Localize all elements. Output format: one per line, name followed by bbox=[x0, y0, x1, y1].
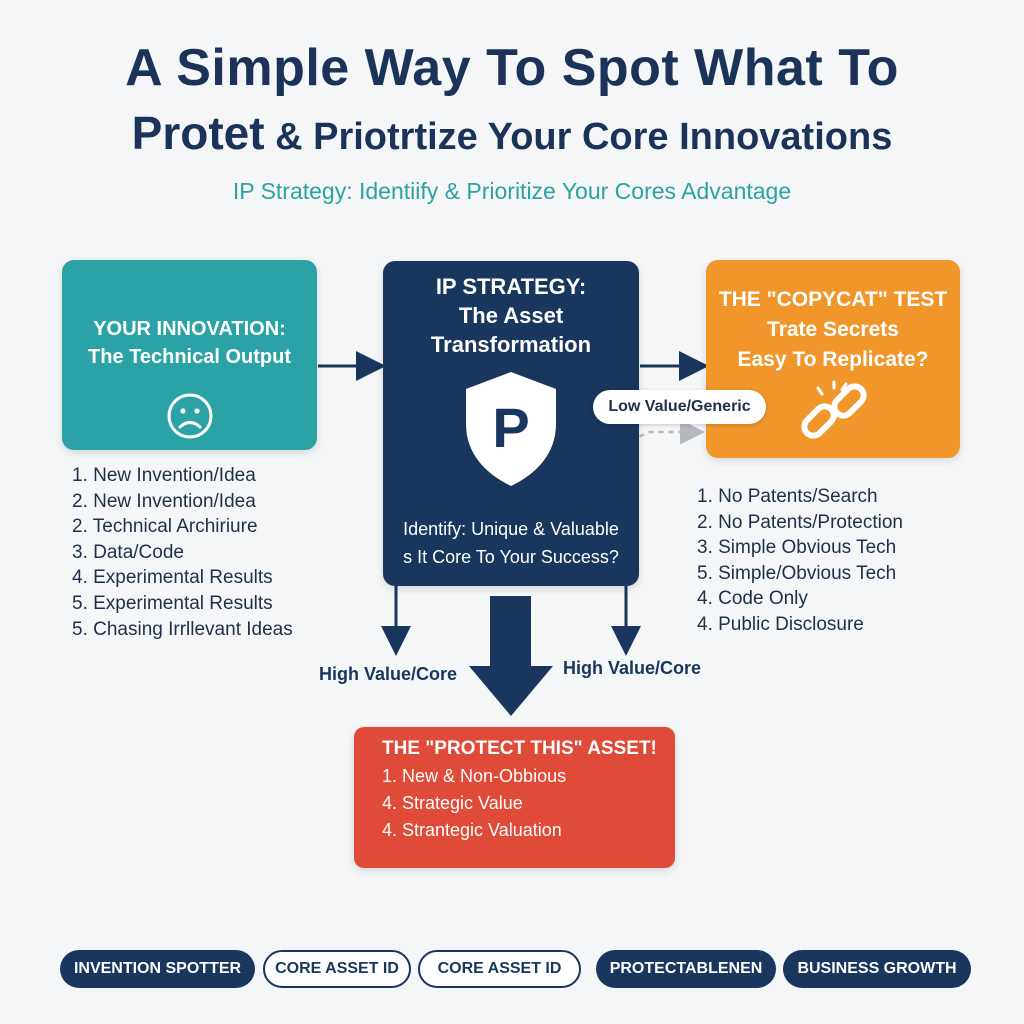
protect-box-title: THE "PROTECT THIS" ASSET! bbox=[382, 738, 657, 759]
pill-core-asset-id-2[interactable]: CORE ASSET ID bbox=[418, 950, 581, 988]
shield-p-icon: P bbox=[466, 372, 556, 486]
strategy-box: IP STRATEGY: The Asset Transformation P … bbox=[383, 261, 639, 586]
page-title-protect-word: Protet bbox=[131, 107, 265, 159]
pill-business-growth[interactable]: BUSINESS GROWTH bbox=[783, 950, 971, 988]
shield-letter: P bbox=[492, 396, 529, 459]
protect-box-list: 1. New & Non-Obbious 4. Strategic Value … bbox=[382, 763, 566, 844]
list-item: 5. Experimental Results bbox=[72, 592, 273, 614]
page-subtitle: IP Strategy: Identiify & Prioritize Your… bbox=[232, 178, 792, 204]
list-item: 4. Code Only bbox=[697, 588, 808, 610]
high-value-left-label: High Value/Core bbox=[319, 664, 458, 684]
innovation-title-line-1: YOUR INNOVATION: bbox=[93, 318, 286, 340]
list-item: 2. No Patents/Protection bbox=[697, 511, 903, 533]
list-item: 1. New & Non-Obbious bbox=[382, 766, 567, 786]
pill-invention-spotter[interactable]: INVENTION SPOTTER bbox=[60, 950, 255, 988]
strategy-box-footer: Identify: Unique & Valuable s It Core To… bbox=[383, 515, 639, 571]
list-item: 4. Experimental Results bbox=[72, 567, 273, 589]
strategy-title-line-2: The Asset bbox=[458, 303, 564, 328]
list-item: 1. No Patents/Search bbox=[697, 486, 878, 507]
list-item: 1. New Invention/Idea bbox=[72, 465, 256, 486]
pill-protectablenen[interactable]: PROTECTABLENEN bbox=[596, 950, 776, 988]
strategy-box-title: IP STRATEGY: The Asset Transformation bbox=[383, 272, 639, 359]
list-item: 2. Technical Archiriure bbox=[72, 516, 258, 538]
copycat-box: THE "COPYCAT" TEST Trate Secrets Easy To… bbox=[706, 260, 960, 458]
protect-box: THE "PROTECT THIS" ASSET! 1. New & Non-O… bbox=[354, 727, 675, 868]
page-title-line-1: A Simple Way To Spot What To bbox=[125, 39, 899, 97]
copycat-title-line-3: Easy To Replicate? bbox=[737, 348, 929, 371]
innovation-list: 1. New Invention/Idea 2. New Invention/I… bbox=[72, 463, 293, 642]
copycat-title-line-2: Trate Secrets bbox=[767, 318, 899, 341]
list-item: 3. Data/Code bbox=[72, 541, 184, 563]
innovation-title-line-2: The Technical Output bbox=[88, 346, 291, 368]
innovation-box: YOUR INNOVATION: The Technical Output bbox=[62, 260, 317, 450]
strategy-title-line-1: IP STRATEGY: bbox=[435, 274, 587, 299]
low-value-label: Low Value/Generic bbox=[593, 390, 766, 424]
sad-face-icon bbox=[167, 393, 213, 439]
strategy-title-line-3: Transformation bbox=[430, 332, 592, 357]
innovation-box-title: YOUR INNOVATION: The Technical Output bbox=[62, 315, 317, 371]
list-item: 3. Simple Obvious Tech bbox=[697, 537, 897, 559]
pill-core-asset-id-1[interactable]: CORE ASSET ID bbox=[263, 950, 411, 988]
list-item: 2. New Invention/Idea bbox=[72, 490, 256, 512]
broken-link-icon bbox=[801, 380, 867, 439]
list-item: 4. Strantegic Valuation bbox=[382, 820, 562, 840]
page-title-rest: & Priotrtize Your Core Innovations bbox=[275, 116, 893, 158]
copycat-title-line-1: THE "COPYCAT" TEST bbox=[718, 288, 948, 311]
list-item: 4. Strategic Value bbox=[382, 793, 523, 813]
list-item: 4. Public Disclosure bbox=[697, 613, 864, 635]
strategy-footer-line-1: Identify: Unique & Valuable bbox=[403, 519, 619, 539]
high-value-right-label: High Value/Core bbox=[563, 658, 702, 678]
big-down-arrow bbox=[469, 596, 553, 716]
list-item: 5. Simple/Obvious Tech bbox=[697, 562, 897, 584]
list-item: 5. Chasing Irrllevant Ideas bbox=[72, 618, 293, 640]
copycat-box-title: THE "COPYCAT" TEST Trate Secrets Easy To… bbox=[706, 285, 960, 375]
copycat-list: 1. No Patents/Search 2. No Patents/Prote… bbox=[697, 484, 903, 638]
strategy-footer-line-2: s It Core To Your Success? bbox=[403, 547, 619, 567]
page-title-line-2: Protet & Priotrtize Your Core Innovation… bbox=[0, 106, 1024, 160]
